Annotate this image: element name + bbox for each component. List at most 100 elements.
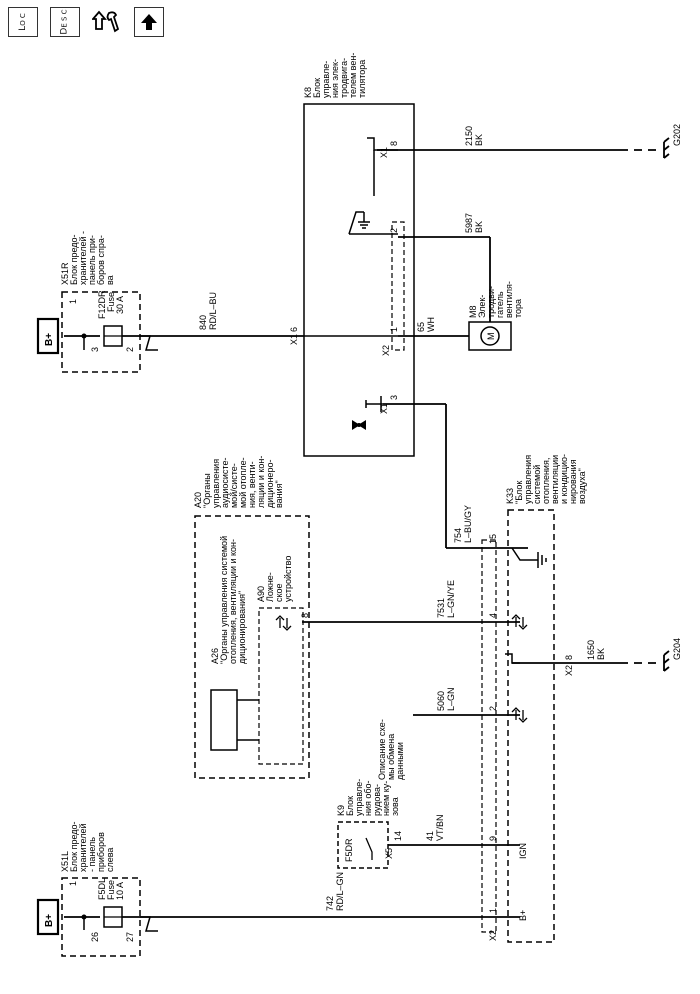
svg-text:управле-: управле- bbox=[354, 779, 364, 816]
k8-description: K8 Блок управле- ния элек- тродвига- тел… bbox=[303, 53, 367, 98]
svg-text:аудиосисте-: аудиосисте- bbox=[220, 458, 230, 508]
svg-text:вентиляции: вентиляции bbox=[550, 455, 560, 504]
svg-text:ва: ва bbox=[105, 275, 115, 285]
svg-text:вания": вания" bbox=[274, 480, 284, 508]
k9-switch-icon bbox=[365, 837, 373, 860]
up-arrow-icon bbox=[141, 14, 157, 30]
fuse-test-point-icon bbox=[140, 916, 158, 932]
k33-x2-connector bbox=[481, 539, 497, 933]
go-up-button[interactable] bbox=[134, 7, 164, 37]
svg-text:- панель: - панель bbox=[87, 837, 97, 872]
svg-text:8: 8 bbox=[389, 141, 399, 146]
svg-text:3: 3 bbox=[389, 395, 399, 400]
k33-data-arrow-icon bbox=[511, 614, 528, 723]
svg-text:X2: X2 bbox=[564, 665, 574, 676]
bidirectional-arrow-icon bbox=[275, 615, 292, 631]
g204-label: G204 bbox=[672, 638, 682, 660]
location-button[interactable]: LO C bbox=[8, 7, 38, 37]
svg-text:A20: A20 bbox=[193, 492, 203, 508]
motor-icon bbox=[480, 326, 500, 346]
svg-text:15: 15 bbox=[488, 534, 498, 544]
svg-text:X51R: X51R bbox=[60, 262, 70, 285]
connector-tool-button[interactable] bbox=[92, 7, 122, 37]
data-comm-reference[interactable]: Описание схе- мы обмена данными bbox=[377, 719, 405, 780]
k33-pins: 15 4 2 9 1 X2 IGN B+ X2 8 bbox=[488, 534, 574, 941]
svg-text:управле-: управле- bbox=[321, 61, 331, 98]
a26-module bbox=[210, 689, 238, 751]
svg-text:Fuse: Fuse bbox=[106, 292, 116, 312]
svg-text:данными: данными bbox=[395, 742, 405, 780]
description-button[interactable]: DE S C bbox=[50, 7, 80, 37]
k9-fuse-f5dr: F5DR bbox=[344, 838, 354, 862]
fuse-f12dr-label: F12DR Fuse 30 A bbox=[97, 290, 125, 319]
svg-text:нирования: нирования bbox=[568, 459, 578, 504]
svg-text:"Блок: "Блок bbox=[514, 481, 524, 504]
svg-text:30 A: 30 A bbox=[115, 296, 125, 314]
svg-text:L–GN: L–GN bbox=[446, 687, 456, 711]
svg-text:Блок: Блок bbox=[345, 796, 355, 816]
svg-text:65: 65 bbox=[416, 322, 426, 332]
x51l-fuseblock bbox=[61, 877, 141, 957]
x51r-pin-1: 1 bbox=[68, 299, 78, 304]
svg-text:L–BU/GY: L–BU/GY bbox=[463, 505, 473, 543]
svg-text:хранителей: хранителей bbox=[78, 823, 88, 872]
svg-text:1: 1 bbox=[488, 908, 498, 913]
svg-text:боров спра-: боров спра- bbox=[96, 235, 106, 285]
svg-text:2: 2 bbox=[389, 228, 399, 233]
svg-text:7531: 7531 bbox=[436, 598, 446, 618]
svg-text:RD/L–BU: RD/L–BU bbox=[208, 292, 218, 330]
wire-41-label: 41 VT/BN bbox=[425, 814, 445, 841]
wire-5987-label: 5987 BK bbox=[464, 213, 484, 233]
k8-module bbox=[303, 103, 415, 457]
svg-text:Описание схе-: Описание схе- bbox=[377, 719, 387, 780]
motor-symbol: M bbox=[486, 333, 496, 341]
svg-text:K8: K8 bbox=[303, 87, 313, 98]
svg-text:A26: A26 bbox=[210, 648, 220, 664]
svg-text:диционирования": диционирования" bbox=[237, 591, 247, 664]
svg-text:устройство: устройство bbox=[283, 556, 293, 602]
svg-text:754: 754 bbox=[453, 528, 463, 543]
svg-text:6: 6 bbox=[289, 327, 299, 332]
svg-text:Элек-: Элек- bbox=[477, 295, 487, 318]
fuse-f5dl-label: F5DL Fuse 10 A bbox=[97, 878, 125, 900]
k9-description: K9 Блок управле- ния обо- рудова- нием к… bbox=[336, 779, 400, 816]
svg-text:диционеро-: диционеро- bbox=[265, 460, 275, 508]
m8-description: M8 Элек- тродви- гатель вентиля- тора bbox=[468, 281, 523, 318]
bplus-label-right: B+ bbox=[44, 333, 55, 346]
svg-text:IGN: IGN bbox=[518, 843, 528, 859]
svg-text:отопления,: отопления, bbox=[541, 458, 551, 504]
wire-1650-label: 1650 BK bbox=[586, 640, 606, 660]
x51l-pin-1: 1 bbox=[68, 881, 78, 886]
svg-text:A90: A90 bbox=[256, 586, 266, 602]
k33-description: K33 "Блок управления системой отопления,… bbox=[505, 454, 587, 504]
bplus-label-left: B+ bbox=[44, 914, 55, 927]
ground-g202-icon bbox=[663, 137, 670, 159]
svg-text:5987: 5987 bbox=[464, 213, 474, 233]
svg-text:отопления, вентиляции и кон-: отопления, вентиляции и кон- bbox=[228, 539, 238, 664]
wire-65-label: 65 WH bbox=[416, 317, 436, 332]
svg-text:RD/L–GN: RD/L–GN bbox=[335, 872, 345, 911]
fuse-test-point-icon bbox=[140, 335, 158, 351]
svg-text:управления: управления bbox=[523, 455, 533, 504]
svg-text:тилятора: тилятора bbox=[357, 60, 367, 98]
svg-text:X1: X1 bbox=[289, 334, 299, 345]
x51l-pin-26: 26 bbox=[90, 932, 100, 942]
svg-text:41: 41 bbox=[425, 831, 435, 841]
svg-text:K9: K9 bbox=[336, 805, 346, 816]
svg-text:ское: ское bbox=[274, 583, 284, 602]
svg-text:управления: управления bbox=[211, 459, 221, 508]
a26-description: A26 "Органы управления системой отоплени… bbox=[210, 536, 247, 664]
svg-text:L–GN/YE: L–GN/YE bbox=[446, 580, 456, 618]
svg-text:X1: X1 bbox=[379, 403, 389, 414]
svg-text:"Органы: "Органы bbox=[202, 473, 212, 508]
svg-text:BK: BK bbox=[474, 134, 484, 146]
svg-text:слева: слева bbox=[105, 848, 115, 872]
svg-text:тродви-: тродви- bbox=[486, 286, 496, 318]
x51r-fuseblock bbox=[61, 291, 141, 373]
x51l-pin-27: 27 bbox=[125, 932, 135, 942]
wire-2150-label: 2150 BK bbox=[464, 126, 484, 146]
wire-742-label: 742 RD/L–GN bbox=[325, 872, 345, 911]
svg-text:10 A: 10 A bbox=[115, 882, 125, 900]
svg-text:нием ку-: нием ку- bbox=[381, 781, 391, 816]
k33-module bbox=[507, 509, 555, 943]
